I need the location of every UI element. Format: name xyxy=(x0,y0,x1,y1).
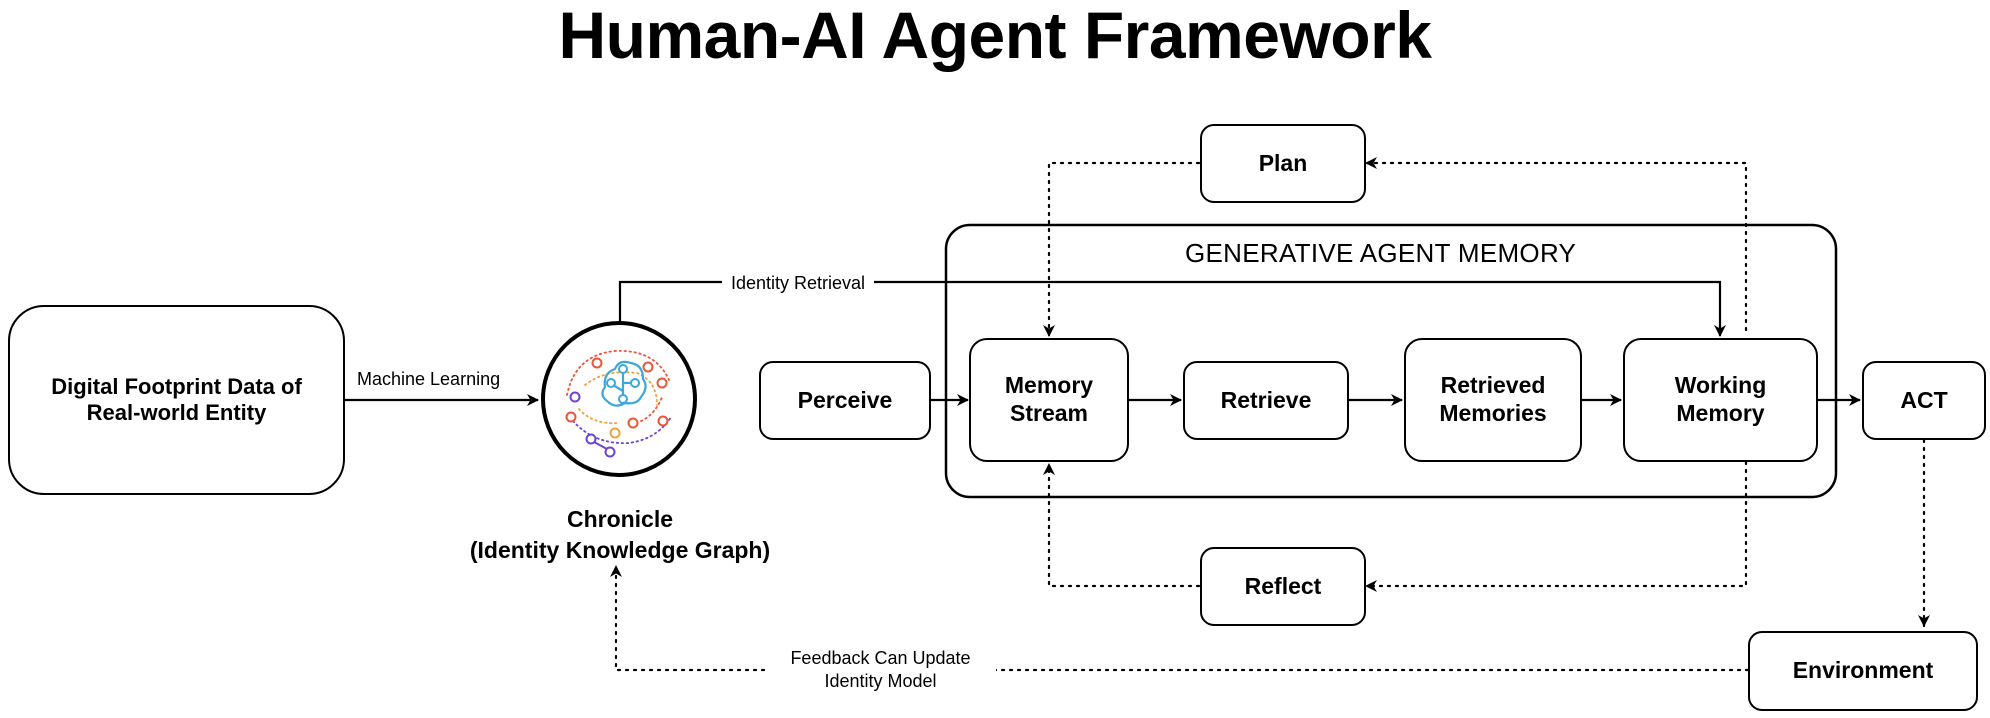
edge-reflect-to-memory-stream xyxy=(1043,462,1201,588)
edge-label-feedback: Feedback Can Update Identity Model xyxy=(765,647,996,694)
node-reflect: Reflect xyxy=(1200,547,1366,626)
node-retrieved-memories: Retrieved Memories xyxy=(1404,338,1582,462)
node-digital-footprint: Digital Footprint Data of Real-world Ent… xyxy=(8,305,345,495)
knowledge-graph-icon xyxy=(541,321,697,477)
diagram-title: Human-AI Agent Framework xyxy=(558,0,1432,72)
edge-environment-feedback-to-chronicle xyxy=(610,564,1750,672)
edge-identity-retrieval xyxy=(618,280,1726,337)
generative-agent-memory-container xyxy=(944,223,1838,499)
node-perceive: Perceive xyxy=(759,361,931,440)
node-plan: Plan xyxy=(1200,124,1366,203)
node-environment: Environment xyxy=(1748,631,1978,711)
node-act: ACT xyxy=(1862,361,1986,440)
generative-agent-memory-title: GENERATIVE AGENT MEMORY xyxy=(1185,238,1577,268)
chronicle-label: Chronicle (Identity Knowledge Graph) xyxy=(440,504,800,566)
chronicle-subtitle: (Identity Knowledge Graph) xyxy=(469,537,771,564)
node-working-memory: Working Memory xyxy=(1623,338,1818,462)
brain-circuit-icon xyxy=(565,350,672,458)
chronicle-title: Chronicle xyxy=(566,506,674,532)
edge-working-memory-to-plan xyxy=(1364,157,1748,332)
edge-label-machine-learning: Machine Learning xyxy=(357,368,501,392)
node-retrieve: Retrieve xyxy=(1183,361,1349,440)
edge-label-identity-retrieval: Identity Retrieval xyxy=(722,272,875,296)
node-memory-stream: Memory Stream xyxy=(969,338,1129,462)
edge-working-memory-to-reflect xyxy=(1364,460,1748,592)
edge-plan-to-memory-stream xyxy=(1043,161,1201,338)
